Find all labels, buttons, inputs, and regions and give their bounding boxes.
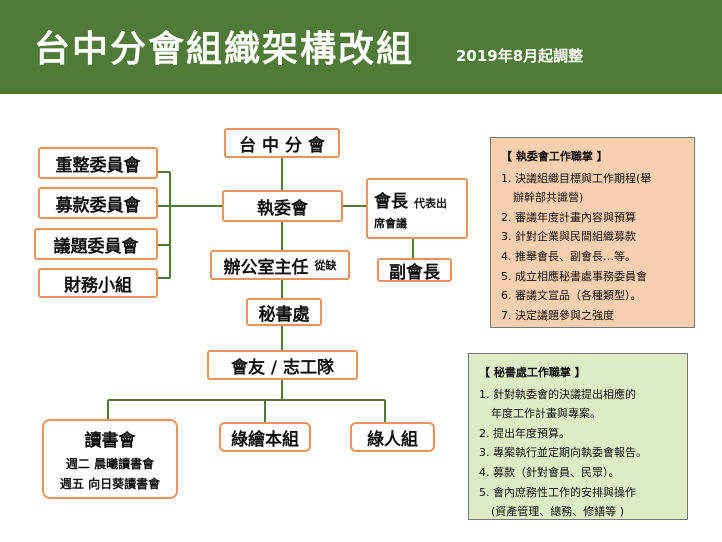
- committee-label-1: 重整委員會: [55, 155, 141, 176]
- secretariat-duty-item: 1. 針對執委會的決議提出相應的: [479, 387, 636, 401]
- root-node: 台 中 分 會: [224, 128, 340, 158]
- committee-node-1: 重整委員會: [38, 147, 158, 179]
- committee-node-4: 財務小組: [38, 268, 158, 298]
- exec-committee-node: 執委會: [222, 190, 343, 222]
- office-director-label: 辦公室主任: [223, 257, 309, 278]
- committee-label-2: 募款委員會: [55, 195, 141, 216]
- green-picturebook-label: 綠繪本組: [231, 429, 299, 450]
- president-note-2: 席會議: [374, 216, 407, 230]
- secretariat-duty-item: 2. 提出年度預算。: [479, 426, 570, 440]
- exec-duties-panel: 【 執委會工作職掌 】 1. 決議組織目標與工作期程(舉 辦幹部共識營) 2. …: [490, 137, 695, 328]
- office-director-node: 辦公室主任從缺: [210, 250, 350, 280]
- page-title: 台中分會組織架構改組: [34, 29, 415, 70]
- green-people-node: 綠人組: [350, 422, 435, 452]
- president-node: 會長代表出 席會議: [366, 178, 468, 239]
- exec-duty-item: 5. 成立相應秘書處事務委員會: [501, 269, 647, 283]
- president-label: 會長: [374, 191, 408, 212]
- exec-duty-item: 7. 決定議題參與之強度: [501, 308, 614, 322]
- exec-duty-item: 6. 審議文宣品（各種類型）。: [501, 289, 642, 303]
- secretariat-duties-title: 【 秘書處工作職掌 】: [479, 366, 586, 379]
- exec-duty-item: 辦幹部共識營): [513, 191, 584, 205]
- exec-duty-item: 3. 針對企業與民間組織募款: [501, 230, 636, 244]
- book-club-node: 讀書會 週二 晨曦讀書會 週五 向日葵讀書會: [42, 419, 178, 499]
- committee-node-2: 募款委員會: [38, 187, 158, 219]
- committee-node-3: 議題委員會: [34, 228, 158, 260]
- effective-date: 2019年8月起調整: [456, 47, 584, 65]
- volunteers-label: 會友 / 志工隊: [230, 357, 335, 378]
- secretariat-duties-panel: 【 秘書處工作職掌 】 1. 針對執委會的決議提出相應的 年度工作計畫與專案。 …: [468, 353, 688, 520]
- vice-president-node: 副會長: [377, 258, 452, 283]
- president-note-1: 代表出: [414, 196, 447, 210]
- secretariat-node: 秘書處: [246, 298, 322, 326]
- green-picturebook-node: 綠繪本組: [219, 422, 311, 452]
- book-club-line-2: 週五 向日葵讀書會: [59, 477, 161, 491]
- header-banner: 台中分會組織架構改組 2019年8月起調整: [0, 0, 722, 94]
- secretariat-duty-item: 3. 專案執行並定期向執委會報告。: [479, 446, 647, 460]
- book-club-label: 讀書會: [84, 431, 136, 451]
- secretariat-label: 秘書處: [258, 304, 310, 325]
- exec-label: 執委會: [257, 198, 308, 219]
- vice-president-label: 副會長: [389, 262, 440, 283]
- volunteers-node: 會友 / 志工隊: [207, 350, 358, 380]
- root-label: 台 中 分 會: [239, 135, 325, 156]
- secretariat-duty-item: 4. 募款（針對會員、民眾）。: [479, 465, 620, 479]
- office-director-note: 從缺: [314, 259, 337, 272]
- exec-duties-title: 【 執委會工作職掌 】: [501, 150, 608, 163]
- secretariat-duty-item: 5. 會內庶務性工作的安排與操作: [479, 485, 636, 499]
- green-people-label: 綠人組: [367, 429, 418, 450]
- secretariat-duty-item: 年度工作計畫與專案。: [491, 407, 601, 421]
- book-club-line-1: 週二 晨曦讀書會: [65, 457, 155, 471]
- committee-label-4: 財務小組: [64, 275, 132, 296]
- committee-label-3: 議題委員會: [53, 236, 139, 257]
- exec-duty-item: 4. 推舉會長、副會長…等。: [501, 249, 636, 263]
- exec-duty-item: 2. 審議年度計畫內容與預算: [501, 210, 636, 224]
- secretariat-duty-item: (資產管理、總務、修繕等 ): [491, 505, 625, 519]
- exec-duty-item: 1. 決議組織目標與工作期程(舉: [501, 171, 652, 185]
